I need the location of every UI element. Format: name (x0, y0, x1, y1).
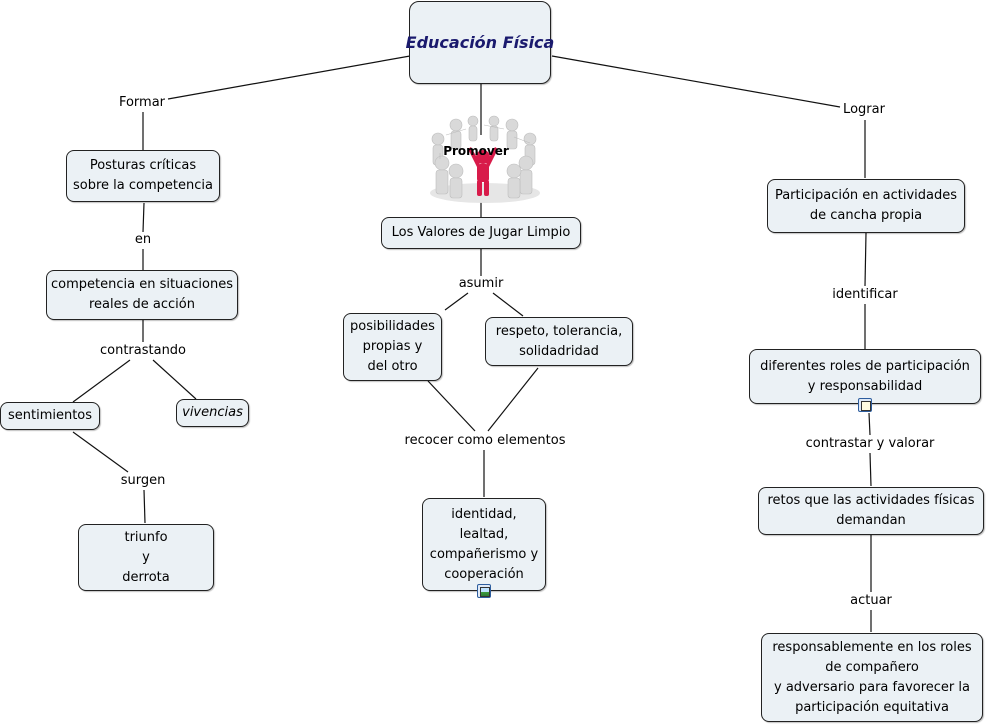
node-text-line: respeto, tolerancia, (495, 323, 623, 339)
node-text-line: compañerismo y (429, 546, 539, 562)
line-participacion-identificar (864, 232, 867, 287)
link-label-en: en (132, 232, 154, 248)
line-posturas-en (142, 202, 145, 233)
node-diferentes-roles[interactable]: diferentes roles de participación y resp… (749, 349, 981, 404)
node-text-line: derrota (122, 569, 170, 585)
node-responsablemente-roles[interactable]: responsablemente en los roles de compañe… (761, 633, 983, 722)
link-label-identificar: identificar (830, 287, 900, 303)
people-circle-image[interactable] (426, 113, 544, 205)
node-posibilidades[interactable]: posibilidades propias y del otro (343, 313, 442, 381)
node-triunfo-derrota[interactable]: triunfo y derrota (78, 524, 214, 591)
node-text-line: lealtad, (459, 526, 509, 542)
node-text-line: y (142, 549, 150, 565)
node-valores-jugar-limpio[interactable]: Los Valores de Jugar Limpio (381, 217, 581, 249)
link-label-surgen: surgen (118, 473, 168, 489)
line-roles-contrastar (868, 412, 871, 436)
node-text-line: identidad, (451, 506, 517, 522)
root-node-educacion-fisica[interactable]: Educación Física (406, 1, 554, 84)
link-label-contrastar-valorar: contrastar y valorar (803, 436, 937, 452)
link-label-promover: Promover (443, 144, 509, 158)
link-label-recocer: recocer como elementos (402, 433, 568, 449)
node-text-line: de cancha propia (809, 208, 923, 223)
node-text-line: demandan (836, 513, 906, 528)
node-competencia-situaciones[interactable]: competencia en situaciones reales de acc… (46, 270, 238, 320)
link-label-actuar: actuar (848, 593, 894, 609)
node-respeto-tolerancia[interactable]: respeto, tolerancia, solidadridad (485, 317, 633, 366)
node-text-line: vivencias (182, 405, 243, 420)
node-text-line: Participación en actividades (774, 188, 958, 203)
line-sentimientos-surgen (72, 431, 129, 473)
link-label-asumir: asumir (456, 276, 506, 292)
node-posturas-criticas[interactable]: Posturas críticas sobre la competencia (66, 150, 220, 202)
node-text-line: y responsabilidad (807, 378, 923, 394)
node-participacion-actividades[interactable]: Participación en actividades de cancha p… (767, 179, 965, 233)
line-root-formar (167, 55, 411, 100)
document-glyph (861, 401, 871, 411)
node-text-line: sentimientos (7, 408, 93, 423)
node-text-line: sobre la competencia (73, 178, 213, 193)
node-vivencias[interactable]: vivencias (176, 399, 249, 427)
root-title: Educación Física (405, 32, 555, 52)
node-text-line: solidadridad (519, 343, 599, 359)
line-contrastar-retos (869, 452, 872, 487)
line-asumir-posibilidades (444, 292, 469, 311)
line-respeto-recocer (487, 367, 539, 432)
image-resource-icon[interactable] (477, 584, 491, 598)
document-resource-icon[interactable] (858, 398, 872, 412)
node-retos-actividades[interactable]: retos que las actividades físicas demand… (758, 487, 984, 535)
node-text-line: responsablemente en los roles (772, 639, 972, 655)
line-contrastando-sentimientos (72, 359, 131, 403)
node-text-line: y adversario para favorecer la (774, 679, 970, 695)
node-sentimientos[interactable]: sentimientos (0, 402, 100, 430)
line-surgen-triunfo (143, 489, 146, 524)
line-contrastando-vivencias (152, 359, 197, 400)
link-label-formar: Formar (116, 95, 168, 111)
line-asumir-respeto (492, 292, 524, 317)
node-text-line: competencia en situaciones (51, 277, 233, 292)
node-text-line: de compañero (825, 659, 919, 675)
node-text-line: retos que las actividades físicas (767, 493, 975, 508)
node-text-line: triunfo (124, 529, 168, 545)
node-text-line: reales de acción (89, 297, 195, 312)
link-label-contrastando: contrastando (97, 343, 189, 359)
node-text-line: participación equitativa (795, 699, 949, 715)
node-text-line: cooperación (444, 566, 524, 582)
node-text-line: propias y (362, 339, 423, 354)
node-text-line: posibilidades (350, 319, 435, 334)
node-text-line: Los Valores de Jugar Limpio (391, 225, 571, 240)
line-posibilidades-recocer (427, 380, 476, 432)
image-glyph (480, 587, 490, 597)
node-identidad-lealtad[interactable]: identidad, lealtad, compañerismo y coope… (422, 498, 546, 591)
node-text-line: Posturas críticas (89, 158, 197, 173)
node-text-line: diferentes roles de participación (760, 358, 970, 374)
link-label-lograr: Lograr (841, 102, 887, 118)
node-text-line: del otro (367, 359, 418, 374)
line-root-lograr (551, 55, 841, 108)
